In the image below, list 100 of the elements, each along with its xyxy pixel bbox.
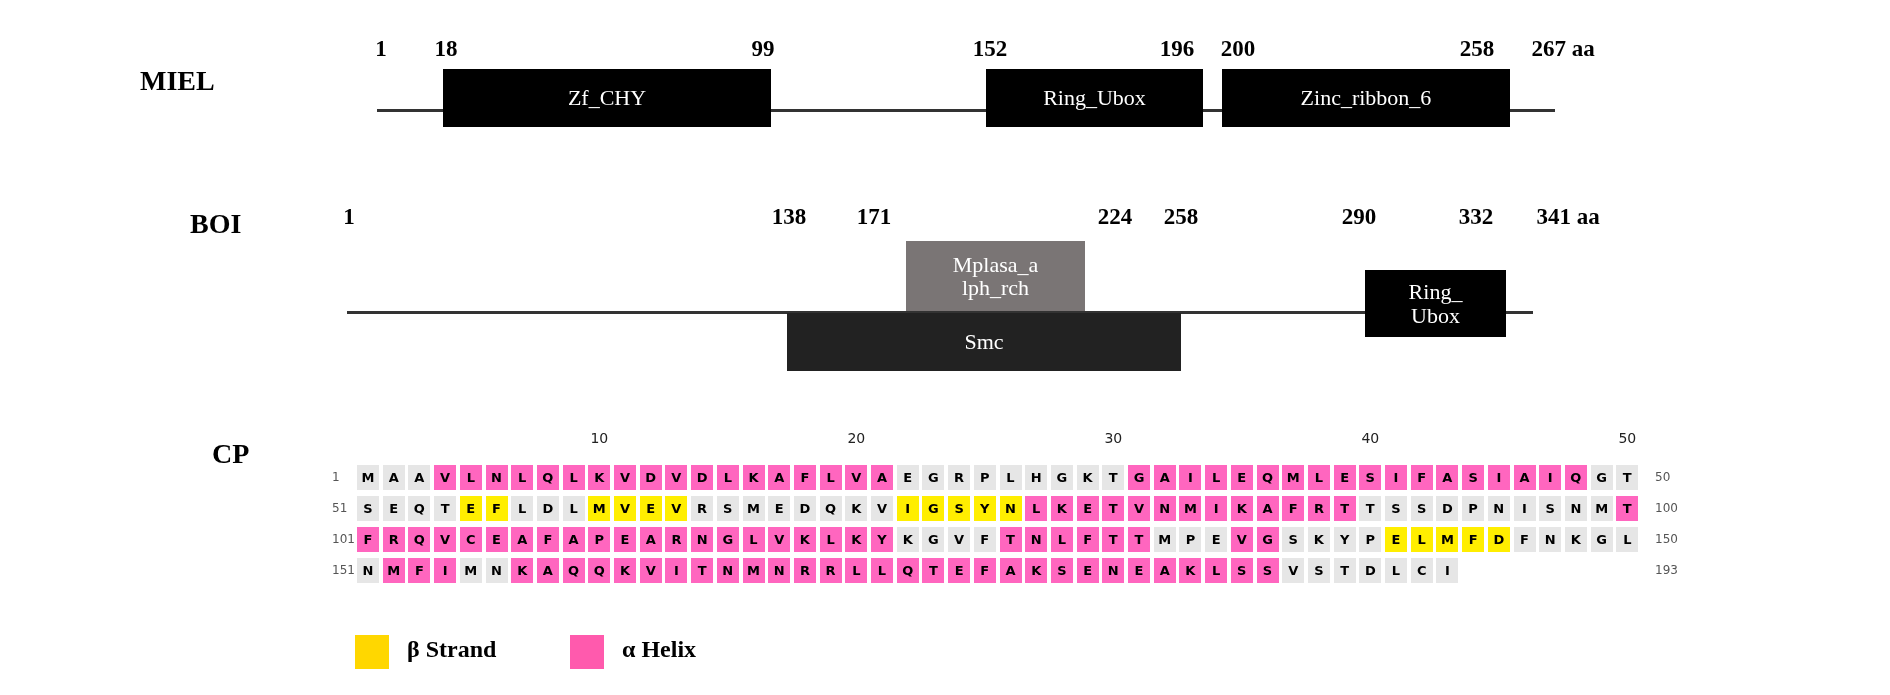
residue-tile: D (1487, 527, 1510, 552)
residue-tile: S (1385, 496, 1407, 521)
residue-number: 101 (332, 532, 355, 546)
residue-tile: D (793, 496, 816, 521)
residue-tile: V (1230, 527, 1253, 552)
residue-tile: T (999, 527, 1022, 552)
residue-tile: F (485, 496, 508, 521)
residue-number: 150 (1655, 532, 1678, 546)
residue-tile: T (1333, 558, 1356, 583)
residue-tile: G (1128, 465, 1150, 490)
residue-tile: G (922, 496, 945, 521)
residue-tile: S (1539, 496, 1562, 521)
residue-tile: V (948, 527, 971, 552)
residue-tile: V (871, 496, 893, 521)
residue-tile: A (382, 465, 405, 490)
residue-number: 51 (332, 501, 348, 515)
residue-tile: I (1436, 558, 1459, 583)
residue-tile: K (1307, 527, 1330, 552)
ruler-number: 40 (1361, 430, 1380, 446)
residue-tile: V (665, 465, 688, 490)
residue-tile: I (1205, 496, 1228, 521)
residue-tile: N (691, 527, 714, 552)
residue-tile: V (639, 558, 662, 583)
ruler-number: 20 (847, 430, 866, 446)
residue-tile: K (1179, 558, 1202, 583)
residue-tile: E (1076, 496, 1099, 521)
residue-tile: D (536, 496, 559, 521)
residue-tile: A (511, 527, 534, 552)
residue-tile: F (536, 527, 559, 552)
domain-name: Smc (964, 330, 1004, 354)
position-number: 267 aa (1531, 36, 1595, 62)
residue-tile: M (459, 558, 482, 583)
residue-tile: V (434, 465, 457, 490)
residue-tile: N (485, 465, 508, 490)
residue-tile: L (819, 527, 842, 552)
residue-tile: E (485, 527, 508, 552)
domain-name: Ring_ Ubox (1407, 280, 1464, 327)
residue-tile: S (1462, 465, 1485, 490)
position-number: 171 (856, 204, 892, 230)
residue-tile: A (639, 527, 662, 552)
residue-tile: R (665, 527, 688, 552)
residue-tile: V (768, 527, 791, 552)
row-title: BOI (190, 208, 242, 240)
domain-box (787, 313, 1181, 371)
ruler-number: 10 (590, 430, 609, 446)
residue-tile: C (459, 527, 482, 552)
domain-box (443, 69, 771, 127)
position-number: 18 (434, 36, 458, 62)
residue-tile: K (742, 465, 765, 490)
residue-tile: N (716, 558, 739, 583)
residue-tile: F (1410, 465, 1433, 490)
residue-number: 151 (332, 563, 355, 577)
residue-tile: Y (973, 496, 996, 521)
residue-tile: L (1616, 527, 1639, 552)
residue-tile: N (999, 496, 1022, 521)
residue-tile: Y (871, 527, 893, 552)
residue-tile: K (1050, 496, 1073, 521)
residue-tile: Q (819, 496, 842, 521)
residue-tile: S (1050, 558, 1073, 583)
residue-tile: K (588, 465, 611, 490)
residue-tile: M (1436, 527, 1459, 552)
residue-tile: E (768, 496, 791, 521)
residue-tile: L (819, 465, 842, 490)
legend-text: α Helix (622, 636, 697, 663)
residue-tile: V (614, 465, 636, 490)
residue-tile: E (459, 496, 482, 521)
residue-tile: M (357, 465, 379, 490)
residue-tile: V (1128, 496, 1150, 521)
position-number: 258 (1459, 36, 1495, 62)
residue-tile: D (639, 465, 662, 490)
position-number: 290 (1341, 204, 1377, 230)
residue-tile: D (1359, 558, 1382, 583)
residue-tile: E (614, 527, 636, 552)
domain-box (1222, 69, 1510, 127)
domain-box (906, 241, 1085, 311)
residue-tile: Q (408, 527, 431, 552)
residue-tile: A (768, 465, 791, 490)
residue-tile: P (1359, 527, 1382, 552)
residue-tile: L (562, 465, 585, 490)
residue-tile: L (511, 465, 534, 490)
residue-tile: L (1307, 465, 1330, 490)
residue-tile: T (1102, 465, 1125, 490)
residue-tile: A (1153, 465, 1176, 490)
residue-tile: V (1282, 558, 1305, 583)
residue-tile: L (459, 465, 482, 490)
domain-name: Zinc_ribbon_6 (1300, 86, 1432, 110)
legend-text: β Strand (407, 636, 497, 663)
domain-box (1365, 270, 1506, 337)
residue-tile: L (845, 558, 868, 583)
residue-tile: N (1564, 496, 1587, 521)
residue-tile: I (896, 496, 919, 521)
residue-tile: Q (896, 558, 919, 583)
residue-tile: Q (562, 558, 585, 583)
residue-tile: P (588, 527, 611, 552)
residue-tile: A (408, 465, 431, 490)
residue-tile: Y (1333, 527, 1356, 552)
residue-tile: T (1333, 496, 1356, 521)
position-number: 224 (1097, 204, 1133, 230)
residue-tile: L (562, 496, 585, 521)
residue-tile: A (562, 527, 585, 552)
